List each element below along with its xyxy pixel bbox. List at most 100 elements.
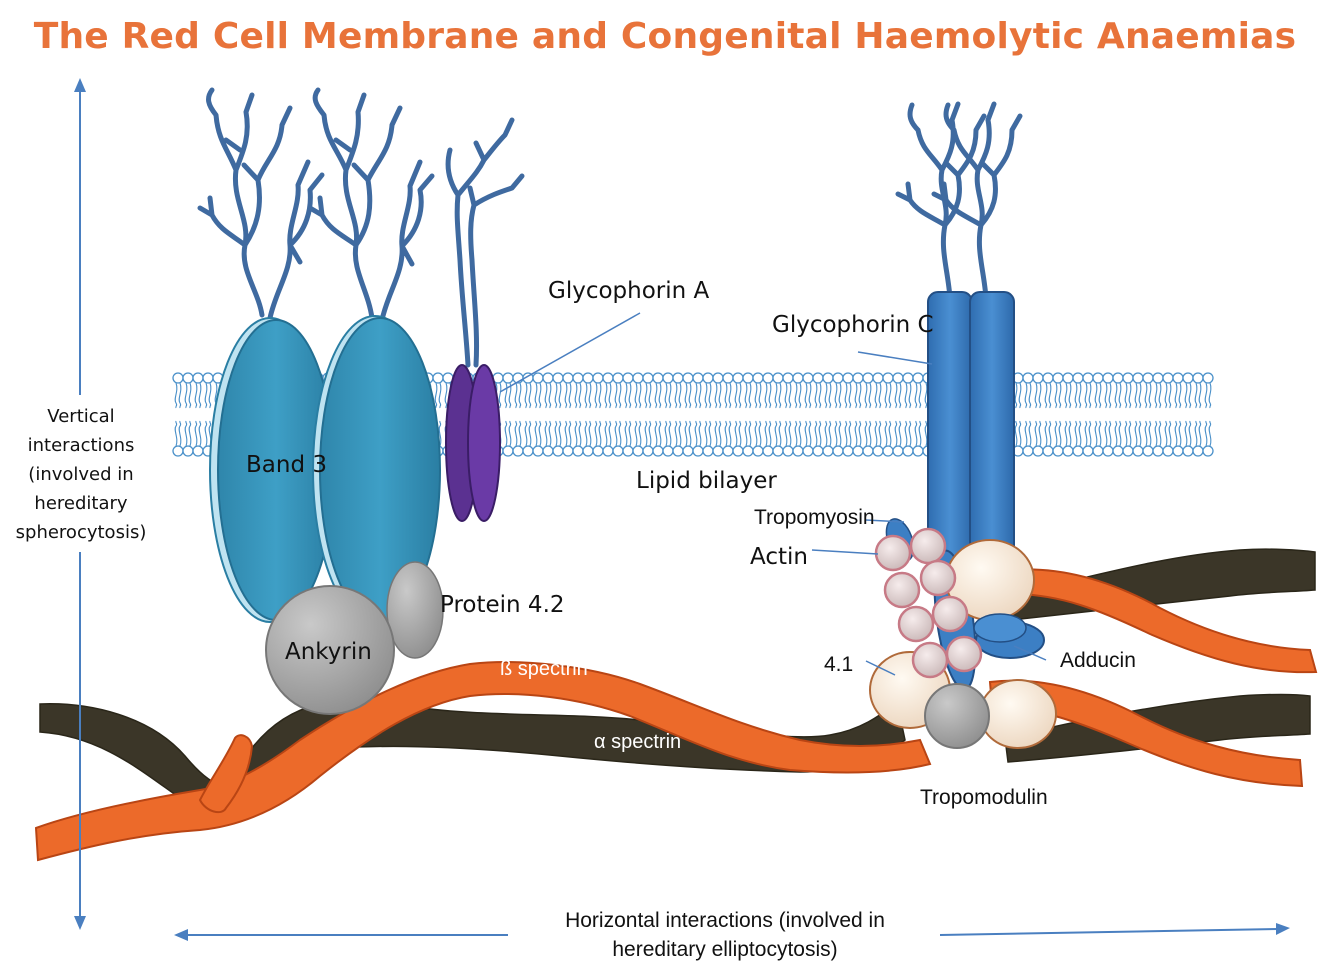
phospholipid-tail bbox=[538, 382, 542, 409]
label-lipid-bilayer: Lipid bilayer bbox=[636, 468, 777, 494]
phospholipid-head bbox=[892, 372, 904, 384]
phospholipid-tail bbox=[884, 420, 888, 447]
phospholipid-head bbox=[1032, 372, 1044, 384]
phospholipid-head bbox=[502, 445, 514, 457]
phospholipid-head bbox=[532, 372, 544, 384]
phospholipid-tail bbox=[674, 382, 678, 409]
phospholipid-head bbox=[182, 372, 194, 384]
phospholipid-tail bbox=[734, 420, 738, 447]
phospholipid-head bbox=[542, 372, 554, 384]
phospholipid-tail bbox=[674, 420, 678, 447]
phospholipid-head bbox=[672, 445, 684, 457]
phospholipid-tail bbox=[608, 382, 612, 409]
phospholipid-tail bbox=[884, 382, 888, 409]
phospholipid-tail bbox=[1068, 382, 1072, 409]
phospholipid-head bbox=[652, 372, 664, 384]
phospholipid-head bbox=[592, 445, 604, 457]
horizontal-caption-line: Horizontal interactions (involved in bbox=[565, 909, 885, 932]
phospholipid-head bbox=[1042, 372, 1054, 384]
actin-monomer bbox=[874, 534, 912, 572]
phospholipid-tail bbox=[1138, 420, 1142, 447]
phospholipid-head bbox=[872, 445, 884, 457]
phospholipid-tail bbox=[514, 420, 518, 447]
phospholipid-head bbox=[572, 445, 584, 457]
phospholipid-tail bbox=[538, 420, 542, 447]
phospholipid-tail bbox=[638, 420, 642, 447]
phospholipid-head bbox=[722, 372, 734, 384]
phospholipid-tail bbox=[1048, 420, 1052, 447]
phospholipid-head bbox=[172, 445, 184, 457]
phospholipid-tail bbox=[838, 382, 842, 409]
phospholipid-head bbox=[632, 445, 644, 457]
phospholipid-head bbox=[1042, 445, 1054, 457]
phospholipid-head bbox=[552, 445, 564, 457]
phospholipid-tail bbox=[864, 420, 868, 447]
phospholipid-head bbox=[1202, 372, 1214, 384]
phospholipid-tail bbox=[634, 420, 638, 447]
phospholipid-tail bbox=[904, 420, 908, 447]
phospholipid-tail bbox=[714, 420, 718, 447]
phospholipid-head bbox=[762, 445, 774, 457]
phospholipid-tail bbox=[588, 420, 592, 447]
phospholipid-tail bbox=[704, 420, 708, 447]
phospholipid-tail bbox=[1014, 420, 1018, 447]
phospholipid-tail bbox=[818, 420, 822, 447]
phospholipid-head bbox=[1142, 445, 1154, 457]
phospholipid-tail bbox=[754, 382, 758, 409]
phospholipid-tail bbox=[178, 420, 182, 447]
phospholipid-tail bbox=[678, 382, 682, 409]
phospholipid-tail bbox=[708, 420, 712, 447]
phospholipid-tail bbox=[908, 420, 912, 447]
phospholipid-tail bbox=[764, 382, 768, 409]
phospholipid-head bbox=[582, 445, 594, 457]
phospholipid-tail bbox=[1034, 420, 1038, 447]
phospholipid-head bbox=[192, 445, 204, 457]
phospholipid-tail bbox=[854, 382, 858, 409]
phospholipid-head bbox=[1152, 445, 1164, 457]
page-title: The Red Cell Membrane and Congenital Hae… bbox=[33, 16, 1297, 57]
phospholipid-head bbox=[802, 372, 814, 384]
phospholipid-tail bbox=[734, 382, 738, 409]
phospholipid-tail bbox=[534, 382, 538, 409]
vertical-caption-line: spherocytosis) bbox=[15, 522, 147, 543]
phospholipid-tail bbox=[624, 382, 628, 409]
phospholipid-head bbox=[662, 445, 674, 457]
phospholipid-head bbox=[872, 372, 884, 384]
phospholipid-tail bbox=[578, 382, 582, 409]
phospholipid-head bbox=[622, 372, 634, 384]
phospholipid-tail bbox=[1098, 382, 1102, 409]
phospholipid-tail bbox=[1178, 382, 1182, 409]
phospholipid-head bbox=[1132, 445, 1144, 457]
phospholipid-tail bbox=[534, 420, 538, 447]
phospholipid-tail bbox=[888, 382, 892, 409]
phospholipid-head bbox=[912, 445, 924, 457]
phospholipid-tail bbox=[1074, 382, 1078, 409]
phospholipid-tail bbox=[1028, 382, 1032, 409]
phospholipid-head bbox=[772, 372, 784, 384]
phospholipid-tail bbox=[1124, 382, 1128, 409]
phospholipid-head bbox=[652, 445, 664, 457]
band3-glycan-left bbox=[197, 87, 325, 321]
spectrin-network bbox=[34, 548, 1318, 862]
phospholipid-tail bbox=[868, 420, 872, 447]
phospholipid-tail bbox=[678, 420, 682, 447]
phospholipid-tail bbox=[738, 420, 742, 447]
phospholipid-tail bbox=[728, 420, 732, 447]
phospholipid-head bbox=[862, 372, 874, 384]
phospholipid-tail bbox=[794, 420, 798, 447]
phospholipid-tail bbox=[738, 382, 742, 409]
phospholipid-tail bbox=[1078, 420, 1082, 447]
phospholipid-tail bbox=[1158, 420, 1162, 447]
phospholipid-head bbox=[832, 372, 844, 384]
phospholipid-head bbox=[1152, 372, 1164, 384]
phospholipid-tail bbox=[1118, 382, 1122, 409]
phospholipid-tail bbox=[718, 420, 722, 447]
phospholipid-tail bbox=[844, 382, 848, 409]
phospholipid-tail bbox=[878, 382, 882, 409]
phospholipid-head bbox=[642, 445, 654, 457]
phospholipid-tail bbox=[528, 382, 532, 409]
phospholipid-tail bbox=[924, 420, 928, 447]
actin-monomer bbox=[897, 605, 935, 643]
phospholipid-tail bbox=[754, 420, 758, 447]
